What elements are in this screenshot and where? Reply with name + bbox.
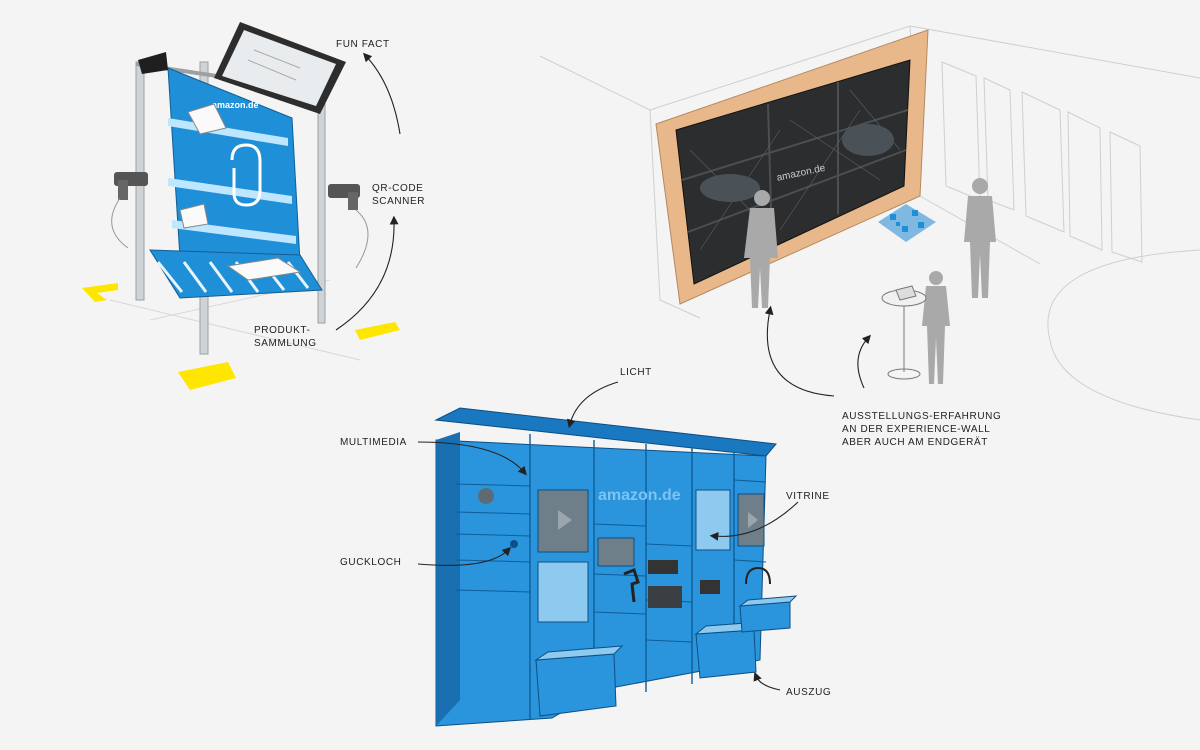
floor-marker-bottom <box>178 362 236 390</box>
cabinet-logo: amazon.de <box>598 487 681 504</box>
annotation-arrows <box>335 52 871 691</box>
product-kiosk: amazon.de <box>82 22 400 390</box>
label-produkt-sammlung: PRODUKT- SAMMLUNG <box>254 324 317 350</box>
standing-table <box>881 285 927 380</box>
label-experience-wall: AUSSTELLUNGS-ERFAHRUNG AN DER EXPERIENCE… <box>842 410 1001 449</box>
label-wall-line2: AN DER EXPERIENCE-WALL <box>842 424 991 435</box>
visitor-silhouette-3 <box>922 271 950 384</box>
visitor-silhouette-2 <box>964 178 996 298</box>
pull-out-drawer-left <box>534 645 624 717</box>
floor-marker-left <box>82 283 118 302</box>
tuba-icon <box>230 143 262 207</box>
label-qr-scanner-line1: QR-CODE <box>372 183 424 194</box>
floor-marker-right <box>355 322 400 340</box>
label-produkt-line2: SAMMLUNG <box>254 338 317 349</box>
display-cabinet: amazon.de <box>434 407 798 727</box>
fun-fact-screen <box>138 22 346 114</box>
cabinet-top <box>434 407 777 457</box>
qr-scanner-left <box>111 172 148 249</box>
label-produkt-line1: PRODUKT- <box>254 325 311 336</box>
experience-wall-scene: amazon.de <box>539 25 1200 421</box>
label-wall-line1: AUSSTELLUNGS-ERFAHRUNG <box>842 411 1002 422</box>
visitor-silhouette-1 <box>744 190 778 308</box>
label-guckloch: GUCKLOCH <box>340 557 402 568</box>
label-qr-scanner: QR-CODE SCANNER <box>372 182 425 208</box>
floor-qr-code <box>878 204 936 242</box>
kiosk-logo: amazon.de <box>212 100 259 110</box>
label-qr-scanner-line2: SCANNER <box>372 196 426 207</box>
label-multimedia: MULTIMEDIA <box>340 437 407 448</box>
qr-scanner-right <box>328 184 369 269</box>
pull-out-drawer-right <box>738 595 798 633</box>
label-fun-fact: FUN FACT <box>336 39 390 50</box>
hand-scanner-icon <box>623 568 640 603</box>
label-auszug: AUSZUG <box>786 687 832 698</box>
label-wall-line3: ABER AUCH AM ENDGERÄT <box>842 437 988 448</box>
headphones-icon <box>745 566 771 585</box>
wall-screen <box>675 59 911 285</box>
cabinet-side <box>436 432 460 726</box>
vitrine-window <box>695 489 731 551</box>
label-licht: LICHT <box>620 367 652 378</box>
peephole <box>510 540 518 548</box>
label-vitrine: VITRINE <box>786 491 830 502</box>
